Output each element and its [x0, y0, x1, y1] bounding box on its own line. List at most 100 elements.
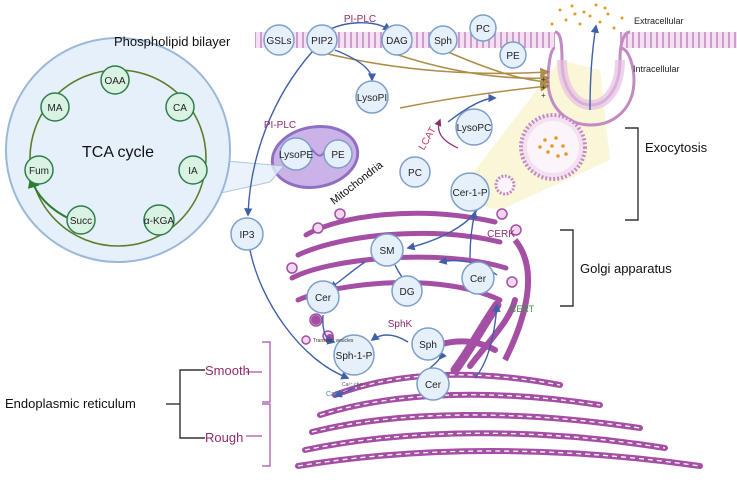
arrow-sph-sph1p [370, 332, 409, 343]
tca-nodes: OAA MA CA Fum IA Succ α-KGA [24, 65, 208, 236]
node-lysopc [455, 108, 493, 146]
label-phospholipid-bilayer: Phospholipid bilayer [114, 34, 231, 49]
node-pc-mid [399, 156, 431, 188]
node-lysope [279, 137, 313, 171]
small-vesicle [494, 174, 516, 196]
release-arrow [589, 24, 600, 111]
arrow-ip3-er [249, 249, 350, 380]
label-golgi: Golgi apparatus [580, 261, 672, 276]
node-dag [381, 24, 413, 56]
label-gsls: GSLs [266, 36, 291, 47]
node-sm [370, 233, 404, 267]
enzyme-sphk: SphK [388, 319, 413, 330]
released-particles [550, 3, 624, 30]
svg-text:+: + [541, 75, 546, 84]
enzyme-pi-plc-top: PI-PLC [344, 14, 376, 25]
secretory-vesicle [519, 113, 587, 181]
label-exocytosis: Exocytosis [645, 140, 708, 155]
label-lysope: LysoPE [279, 150, 313, 161]
label-ca: Ca²⁺ [326, 391, 341, 398]
exocytosis-bracket [625, 127, 639, 221]
label-ip3: IP3 [239, 230, 254, 241]
label-transport-vesicles: Transport vesicles [313, 338, 354, 344]
node-ip3 [230, 217, 264, 251]
enzyme-lcat: LCAT [417, 125, 439, 152]
membrane-nodes: GSLs PIP2 DAG Sph PC PE [263, 14, 527, 69]
node-sph1p [333, 334, 375, 376]
label-dg: DG [400, 287, 415, 298]
node-sph-er [411, 327, 445, 361]
label-intracellular: Intracellular [633, 64, 680, 74]
tca-node-ma [40, 92, 70, 122]
label-extracellular: Extracellular [634, 16, 684, 26]
arrow-lcat [434, 118, 459, 149]
tca-label-oaa: OAA [104, 76, 125, 87]
label-sph: Sph [434, 36, 452, 47]
node-pip2 [306, 24, 338, 56]
tca-node-akga [143, 204, 175, 236]
enzyme-pi-plc-left: PI-PLC [264, 120, 296, 131]
metabolite-nodes: LysoPI LysoPE PE LysoPC PC Cer-1-P IP3 S… [230, 80, 495, 401]
label-sph1p: Sph-1-P [336, 351, 373, 362]
tca-node-ca [165, 92, 195, 122]
svg-text:+: + [541, 91, 546, 100]
node-cer1p [450, 172, 490, 212]
node-pe [499, 41, 527, 69]
arrow-lysopc-out [447, 93, 497, 123]
arrow-cer-cer1p [469, 210, 478, 259]
label-pc-mid: PC [408, 168, 422, 179]
enzyme-cert: CERT [510, 304, 535, 314]
label-sph-er: Sph [419, 340, 437, 351]
node-cer-er [416, 367, 450, 401]
label-cer1p: Cer-1-P [452, 188, 487, 199]
node-cer-golgi-left [306, 280, 340, 314]
label-sm: SM [380, 246, 395, 257]
tca-label-fum: Fum [29, 166, 49, 177]
label-ca-channel: Ca²⁺ chan [342, 382, 365, 388]
label-pe: PE [506, 51, 520, 62]
label-pe-mito: PE [331, 150, 345, 161]
label-smooth: Smooth [205, 363, 250, 378]
label-cer-golgi-right: Cer [470, 274, 487, 285]
label-er: Endoplasmic reticulum [5, 396, 136, 411]
er-bracket [179, 369, 205, 439]
tca-node-succ [66, 205, 96, 235]
label-lysopc: LysoPC [457, 123, 492, 134]
arrow-cer-sph1p [322, 314, 336, 345]
node-gsls [263, 24, 295, 56]
tca-node-fum [24, 155, 54, 185]
arrow-pip2-ip3 [244, 51, 313, 217]
tca-label-ia: IA [188, 166, 198, 177]
node-lysopi [355, 80, 389, 114]
tca-node-ia [178, 155, 208, 185]
tca-label-ma: MA [48, 103, 63, 114]
node-pe-mito [323, 139, 353, 169]
tca-label-succ: Succ [70, 216, 92, 227]
smooth-bracket [262, 341, 271, 403]
node-cer-golgi-right [461, 261, 495, 295]
label-rough: Rough [205, 430, 243, 445]
enzyme-cerk: CERK [487, 229, 515, 240]
lipid-flux-arrows [319, 51, 550, 109]
node-pc [469, 14, 497, 42]
label-dag: DAG [386, 36, 408, 47]
rough-bracket [262, 403, 271, 467]
arrow-ca [333, 387, 356, 398]
svg-text:+: + [541, 83, 546, 92]
tca-node-oaa [100, 65, 130, 95]
node-dg [391, 275, 423, 307]
golgi-bracket [560, 229, 574, 307]
node-sph [428, 25, 458, 55]
arrow-pip2-lysopi [334, 49, 377, 82]
label-cer-er: Cer [425, 380, 442, 391]
label-pip2: PIP2 [311, 36, 333, 47]
tca-label-akga: α-KGA [144, 216, 175, 227]
arrow-cert [474, 303, 501, 379]
label-cer-golgi-left: Cer [315, 293, 332, 304]
tca-cycle-title: TCA cycle [82, 144, 154, 161]
golgi-er-link [502, 238, 531, 362]
label-pc: PC [476, 24, 490, 35]
label-lysopi: LysoPI [357, 93, 387, 104]
